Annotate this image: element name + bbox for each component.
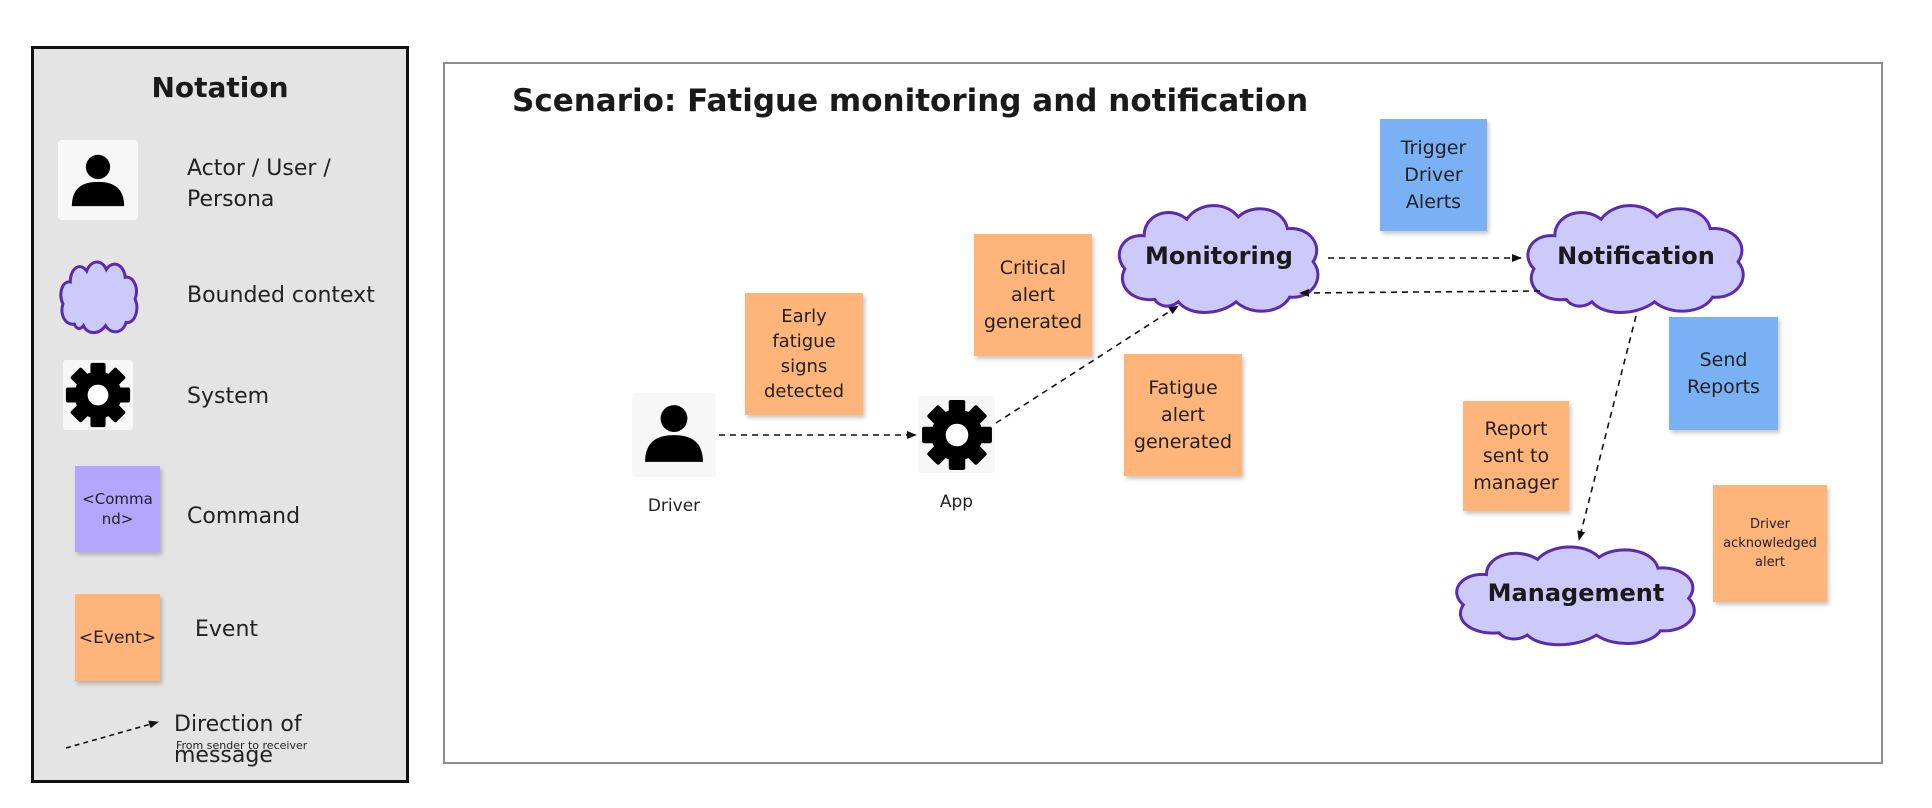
monitoring-context-label: Monitoring	[1145, 242, 1293, 270]
legend-actor-label-line2: Persona	[187, 187, 275, 212]
legend-bounded-context-label: Bounded context	[187, 283, 375, 308]
event-critical-alert-line2: alert	[1011, 283, 1055, 306]
event-early-fatigue-line4: detected	[763, 381, 845, 402]
event-report-sent-line1: Report	[1484, 417, 1548, 440]
event-early-fatigue-signs-detected: Early fatigue signs detected	[745, 293, 863, 415]
legend-command-sample-line2: nd>	[101, 510, 134, 528]
event-critical-alert-line3: generated	[983, 310, 1083, 333]
event-report-sent-line2: sent to	[1482, 444, 1550, 467]
event-fatigue-alert-generated: Fatigue alert generated	[1124, 354, 1242, 476]
event-early-fatigue-line2: fatigue	[772, 331, 836, 352]
command-send-reports: Send Reports	[1669, 317, 1778, 430]
notification-context-label: Notification	[1557, 242, 1715, 270]
event-fatigue-alert-line2: alert	[1161, 403, 1205, 426]
legend-command-sample: <Comma nd>	[75, 466, 160, 552]
management-context-label: Management	[1487, 579, 1665, 607]
command-trigger-alerts-line3: Alerts	[1405, 190, 1462, 213]
legend-actor-label: Actor / User / Persona	[187, 153, 331, 215]
command-trigger-alerts-line2: Driver	[1404, 163, 1463, 186]
command-send-reports-line1: Send	[1699, 348, 1748, 371]
event-critical-alert-generated: Critical alert generated	[974, 234, 1092, 356]
event-report-sent-to-manager: Report sent to manager	[1463, 401, 1569, 511]
event-early-fatigue-line3: signs	[780, 356, 828, 377]
notification-to-monitoring-arrow	[1299, 288, 1541, 297]
event-critical-alert-line1: Critical	[999, 256, 1067, 279]
driver-actor-label: Driver	[647, 496, 701, 516]
legend-direction-sub: From sender to receiver	[176, 739, 308, 752]
legend-direction-label: Direction of message	[174, 712, 302, 768]
event-fatigue-alert-line1: Fatigue	[1148, 376, 1218, 399]
legend-actor-tile	[58, 140, 138, 220]
driver-person-icon	[645, 405, 703, 462]
app-gear-icon	[922, 400, 992, 470]
command-trigger-driver-alerts: Trigger Driver Alerts	[1380, 119, 1487, 231]
legend-command-sample-line1: <Comma	[82, 490, 153, 508]
event-driver-ack-line3: alert	[1754, 555, 1786, 570]
command-send-reports-line2: Reports	[1687, 375, 1760, 398]
command-trigger-alerts-line1: Trigger	[1400, 136, 1467, 159]
event-report-sent-line3: manager	[1473, 471, 1559, 494]
notification-to-management-arrow	[1577, 315, 1637, 541]
scenario-title: Scenario: Fatigue monitoring and notific…	[512, 83, 1309, 119]
event-driver-acknowledged-alert: Driver acknowledged alert	[1713, 485, 1827, 602]
app-to-monitoring-arrow	[995, 305, 1179, 424]
legend-actor-label-line1: Actor / User /	[187, 156, 331, 181]
event-fatigue-alert-line3: generated	[1133, 430, 1233, 453]
legend-command-label: Command	[187, 504, 301, 529]
legend-event-label: Event	[195, 617, 259, 642]
legend-system-label: System	[187, 384, 270, 409]
event-driver-ack-line2: acknowledged	[1723, 536, 1817, 551]
event-driver-ack-line1: Driver	[1749, 517, 1790, 532]
legend-title: Notation	[151, 71, 289, 104]
gear-icon	[65, 362, 131, 428]
person-icon	[71, 154, 125, 207]
direction-arrow-icon	[65, 720, 159, 749]
event-early-fatigue-line1: Early	[781, 306, 827, 327]
legend-event-sample: <Event>	[75, 594, 160, 681]
app-system-label: App	[939, 492, 974, 512]
cloud-icon	[59, 260, 139, 334]
